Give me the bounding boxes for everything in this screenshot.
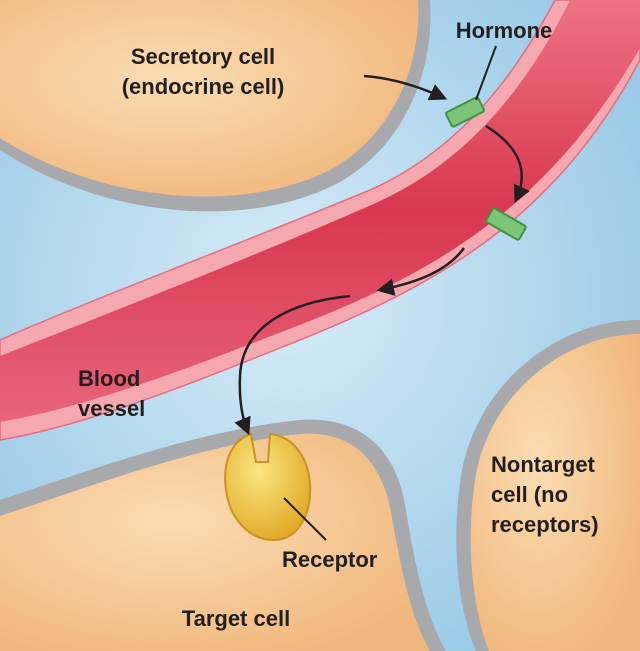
blood-vessel-label: Blood (78, 366, 140, 391)
secretory-cell-label-line2: (endocrine cell) (122, 74, 285, 99)
nontarget-cell-label-line2: cell (no (491, 482, 568, 507)
hormone-label: Hormone (456, 18, 553, 43)
receptor-label: Receptor (282, 547, 378, 572)
secretory-cell-label: Secretory cell (131, 44, 275, 69)
blood-vessel-label-line2: vessel (78, 396, 145, 421)
nontarget-cell-label: Nontarget (491, 452, 596, 477)
nontarget-cell-label-line3: receptors) (491, 512, 599, 537)
target-cell-label: Target cell (182, 606, 290, 631)
